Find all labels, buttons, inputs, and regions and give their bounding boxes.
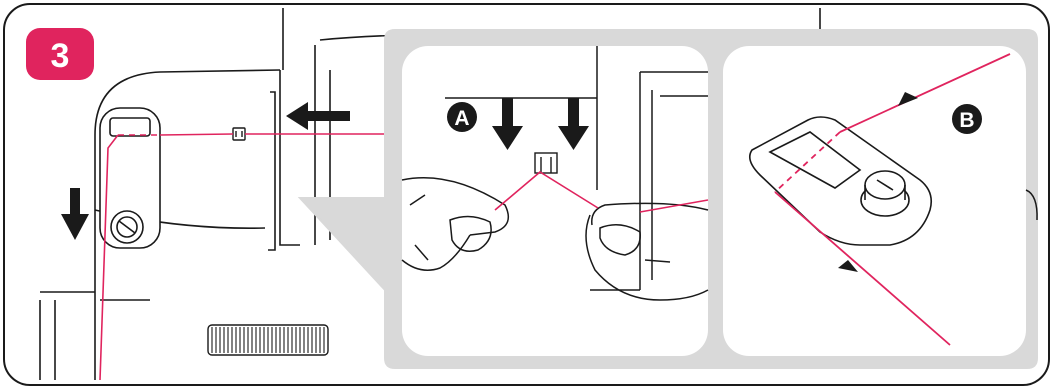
- step-number: 3: [51, 37, 70, 75]
- callout-badge-a: A: [447, 102, 477, 132]
- thread-guide-icon: [535, 153, 557, 173]
- screw-icon: [111, 211, 143, 243]
- callout-label-b: B: [959, 109, 974, 132]
- detail-panel-b: [723, 46, 1037, 356]
- callout-label-a: A: [454, 107, 469, 130]
- step-badge: 3: [26, 28, 94, 80]
- screw-icon: [861, 171, 909, 216]
- detail-panel-a: [402, 46, 708, 356]
- callout-badge-b: B: [952, 104, 982, 134]
